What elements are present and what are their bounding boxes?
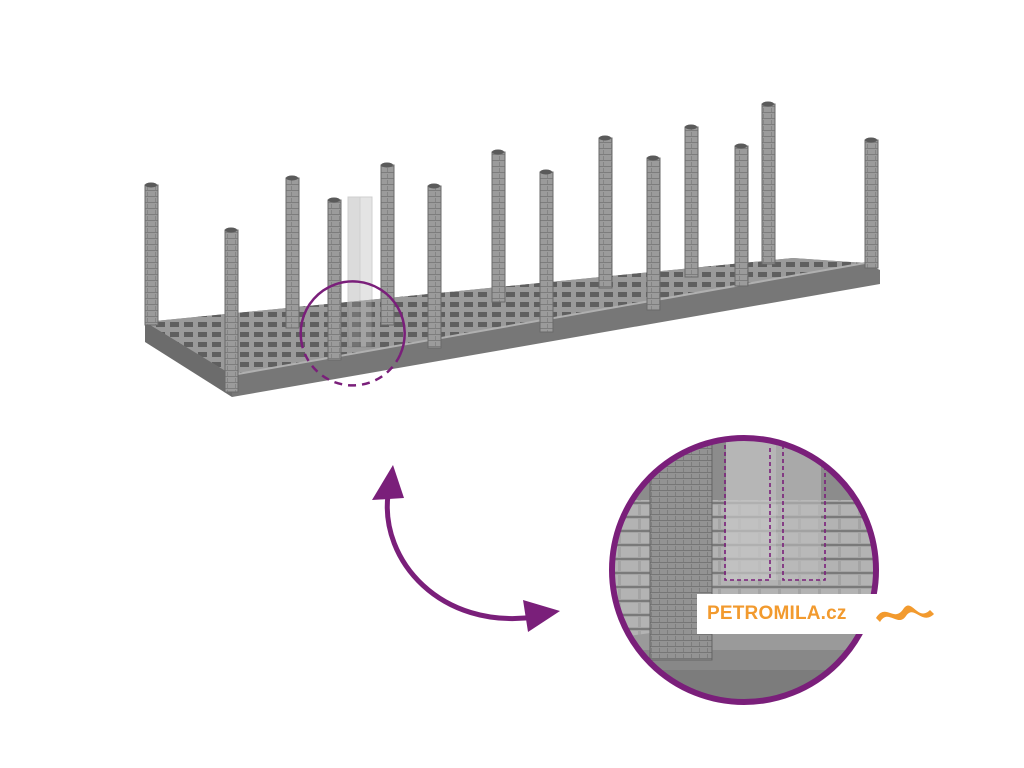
- highlight-circle: [299, 280, 406, 356]
- brand-name: PETROMILA.cz: [707, 603, 847, 624]
- vertical-posts: [144, 103, 879, 393]
- grid-base: [145, 258, 880, 397]
- zoom-detail: [612, 438, 876, 702]
- zoom-frame: [609, 435, 879, 705]
- translucent-post: [347, 196, 373, 348]
- paint-swoosh-icon: [876, 605, 934, 622]
- brand-badge: PETROMILA.cz: [697, 594, 877, 634]
- double-arrow-icon: [372, 465, 560, 632]
